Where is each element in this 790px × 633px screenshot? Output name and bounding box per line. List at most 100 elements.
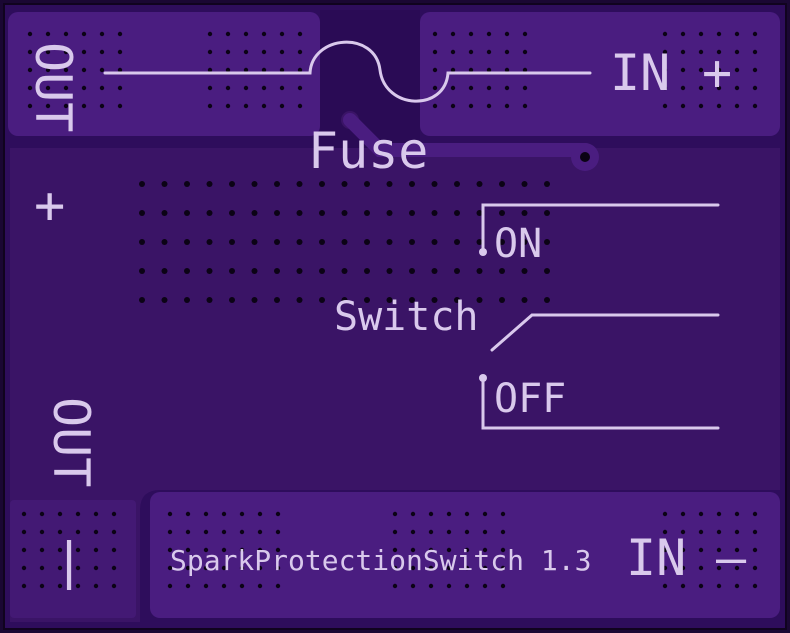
through-hole [428,547,434,553]
through-hole [221,565,227,571]
through-hole [716,565,722,571]
through-hole [386,181,393,187]
through-hole [698,583,704,589]
through-hole [431,239,438,245]
through-hole [698,85,704,91]
through-hole [261,103,267,109]
through-hole [432,67,438,73]
through-hole [319,268,325,274]
through-hole [251,210,258,216]
through-hole [139,297,145,303]
through-hole [386,239,393,245]
through-hole [93,547,99,553]
through-hole [734,103,740,109]
through-hole [468,85,474,91]
through-hole [184,297,190,303]
through-hole [225,103,231,109]
through-hole [57,529,63,535]
through-hole [139,239,145,245]
through-hole [261,49,267,55]
through-hole [698,103,704,109]
through-hole [716,103,722,109]
through-hole [203,529,209,535]
switch-on-terminal [479,248,487,256]
through-hole [279,49,285,55]
through-hole [296,297,303,303]
through-hole [680,511,686,517]
through-hole [504,67,510,73]
through-hole [229,239,235,245]
through-hole [716,31,722,37]
through-hole [364,181,370,187]
through-hole [27,85,33,91]
through-hole [27,67,33,73]
through-hole [225,85,231,91]
through-hole [544,239,550,245]
switch-on-contact [481,203,720,252]
through-hole [81,31,87,37]
through-hole [341,239,348,245]
through-hole [662,529,668,535]
through-hole [296,181,303,187]
through-hole [261,67,267,73]
through-hole [752,511,758,517]
through-hole [476,268,483,274]
through-hole [221,583,227,589]
through-hole [275,565,281,571]
through-hole [716,583,722,589]
through-hole [482,529,488,535]
through-hole [499,181,505,187]
through-hole [185,547,191,553]
through-hole [410,583,416,589]
through-hole [111,529,117,535]
through-hole [364,239,370,245]
through-hole [752,31,758,37]
through-hole [81,85,87,91]
through-hole [225,67,231,73]
through-hole [410,529,416,535]
through-hole [446,565,452,571]
through-hole [63,67,69,73]
through-hole [81,67,87,73]
through-hole [504,85,510,91]
through-hole [522,85,528,91]
label-out-plus: + [34,176,65,236]
through-hole [446,583,452,589]
through-hole [454,239,460,245]
through-hole [409,239,415,245]
through-hole [167,547,173,553]
through-hole [81,103,87,109]
through-hole [680,85,686,91]
through-hole [185,565,191,571]
through-hole [27,103,33,109]
through-hole [468,103,474,109]
through-hole [392,565,398,571]
through-hole [184,239,190,245]
through-hole [698,547,704,553]
through-hole [486,67,492,73]
through-hole [698,565,704,571]
through-hole [662,583,668,589]
through-hole [450,67,456,73]
through-hole [752,547,758,553]
through-hole [341,297,348,303]
through-hole [243,31,249,37]
through-hole [464,583,470,589]
through-hole [486,85,492,91]
through-hole [203,583,209,589]
through-hole [662,511,668,517]
through-hole [499,239,505,245]
through-hole [476,297,483,303]
through-hole [117,31,123,37]
through-hole [486,49,492,55]
through-hole [39,529,45,535]
through-hole [734,49,740,55]
through-hole [261,85,267,91]
through-hole [45,31,51,37]
through-hole [275,583,281,589]
through-hole [296,268,303,274]
through-hole [221,529,227,535]
through-hole [297,103,303,109]
through-hole [409,210,415,216]
through-hole [392,583,398,589]
